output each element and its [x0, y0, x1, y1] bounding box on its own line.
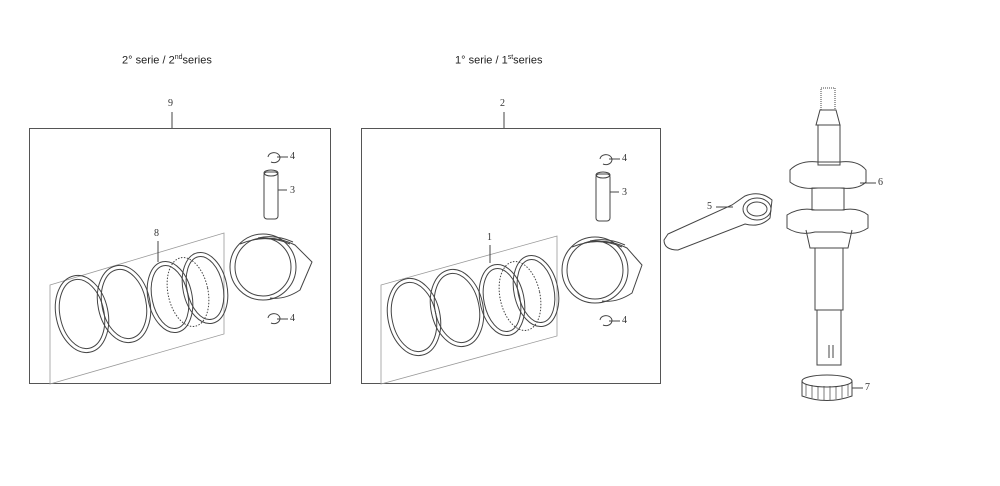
callout-8: 8: [154, 228, 159, 239]
second-series-frame: [29, 128, 331, 384]
callout-4-right-top: 4: [622, 153, 627, 164]
timing-gear: [801, 374, 863, 401]
callout-5: 5: [707, 201, 712, 212]
ring-set-left: [54, 251, 229, 354]
ring-set-right: [386, 254, 560, 357]
connecting-rod: [663, 193, 773, 251]
pin-right: [595, 171, 619, 222]
rings-outline-right: [380, 235, 558, 385]
callout-7: 7: [865, 382, 870, 393]
callout-4-left-bottom: 4: [290, 313, 295, 324]
callout-3-left: 3: [290, 185, 295, 196]
first-series-title: 1° serie / 1stseries: [455, 54, 543, 67]
piston-right: [561, 236, 643, 304]
piston-left: [229, 233, 313, 301]
crankshaft: [786, 87, 876, 366]
first-series-frame: [361, 128, 661, 384]
clips-right: [599, 154, 620, 327]
callout-6: 6: [878, 177, 883, 188]
callout-9: 9: [168, 98, 173, 109]
callout-4-right-bottom: 4: [622, 315, 627, 326]
callout-3-right: 3: [622, 187, 627, 198]
rings-outline-left: [49, 232, 225, 385]
clips-left: [267, 152, 288, 325]
callout-4-left-top: 4: [290, 151, 295, 162]
callout-2: 2: [500, 98, 505, 109]
second-series-title: 2° serie / 2ndseries: [122, 54, 212, 67]
pin-left: [263, 169, 287, 220]
callout-1: 1: [487, 232, 492, 243]
